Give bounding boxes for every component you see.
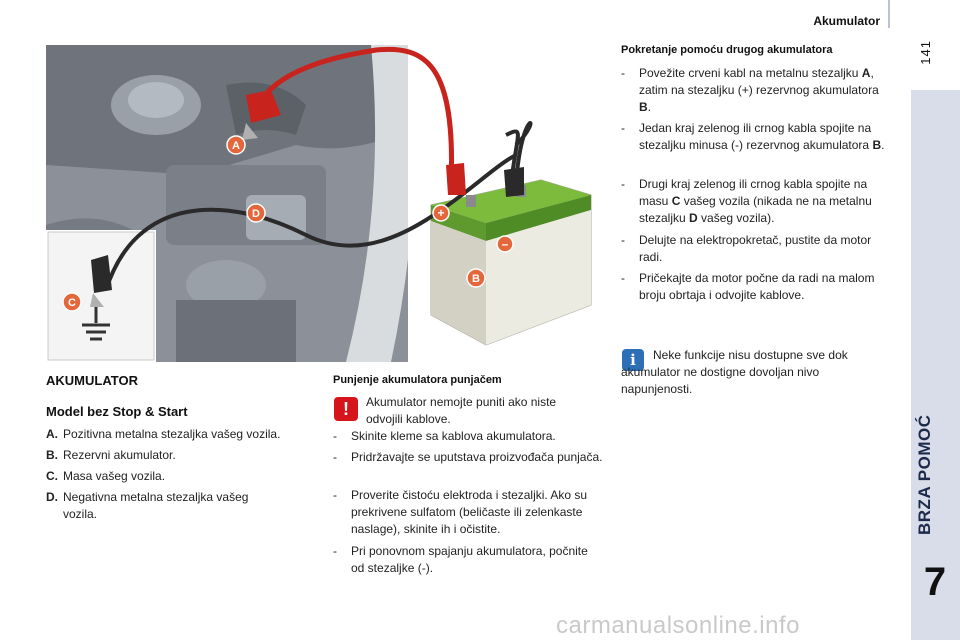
header-divider — [888, 0, 890, 28]
charging-step-text: Proverite čistoću elektroda i stezaljki.… — [351, 488, 588, 536]
legend-text: Masa vašeg vozila. — [63, 469, 166, 483]
charging-step-text: Pri ponovnom spajanju akumulatora, počni… — [351, 544, 588, 575]
ground-symbol — [82, 307, 110, 341]
charging-step-text: Skinite kleme sa kablova akumulatora. — [351, 429, 556, 443]
charging-step: -Proverite čistoću elektroda i stezaljki… — [333, 487, 603, 538]
section-heading: AKUMULATOR — [46, 373, 138, 388]
jump-step: -Delujte na elektropokretač, pustite da … — [621, 233, 872, 264]
chapter-number: 7 — [923, 560, 947, 604]
svg-text:+: + — [437, 206, 444, 220]
legend-text: Negativna metalna stezaljka vašeg — [63, 490, 249, 504]
jump-step: -Pričekajte da motor počne da radi na ma… — [621, 271, 875, 302]
minus-terminal-marker: – — [496, 235, 514, 253]
section-title: Akumulator — [813, 14, 880, 28]
plus-terminal-marker: + — [432, 204, 450, 222]
svg-text:B: B — [472, 273, 480, 285]
charging-heading: Punjenje akumulatora punjačem — [333, 374, 502, 386]
svg-text:–: – — [502, 237, 509, 251]
info-icon: i — [622, 349, 644, 371]
jump-step: -Povežite crveni kabl na metalnu stezalj… — [621, 66, 879, 114]
legend-key: B. — [46, 448, 58, 462]
marker-a: A — [226, 135, 246, 155]
marker-c: C — [62, 292, 82, 312]
legend-text: Rezervni akumulator. — [63, 448, 176, 462]
jump-step: -Drugi kraj zelenog ili crnog kabla spoj… — [621, 177, 872, 225]
legend-item-b: B. Rezervni akumulator. — [46, 447, 316, 464]
clamp-c — [90, 255, 112, 307]
legend-key: C. — [46, 469, 58, 483]
warning-text: Akumulator nemojte puniti ako niste odvo… — [366, 395, 557, 426]
svg-text:D: D — [252, 208, 260, 220]
legend-item-a: A. Pozitivna metalna stezaljka vašeg vozi… — [46, 426, 316, 443]
svg-text:C: C — [68, 297, 76, 309]
legend-text-continued: vozila. — [63, 507, 98, 521]
model-subheading: Model bez Stop & Start — [46, 404, 188, 419]
jump-start-heading: Pokretanje pomoću drugog akumulatora — [621, 44, 833, 56]
page-number: 141 — [918, 40, 933, 65]
charging-step: -Skinite kleme sa kablova akumulatora. — [333, 428, 603, 445]
chapter-tab — [911, 90, 960, 640]
marker-b: B — [466, 268, 486, 288]
jump-step: -Jedan kraj zelenog ili crnog kabla spoj… — [621, 121, 885, 152]
legend-key: A. — [46, 427, 58, 441]
clamp-b-plus — [446, 163, 466, 195]
svg-text:A: A — [232, 140, 240, 152]
clamp-a — [242, 90, 281, 140]
legend-key: D. — [46, 490, 58, 504]
marker-d: D — [246, 203, 266, 223]
legend-item-c: C. Masa vašeg vozila. — [46, 468, 316, 485]
charging-step: -Pridržavajte se uputstava proizvođača p… — [333, 450, 603, 464]
legend-text: Pozitivna metalna stezaljka vašeg vozila… — [63, 427, 281, 441]
info-text: Neke funkcije nisu dostupne sve dok akum… — [621, 348, 848, 396]
warning-icon: ! — [334, 397, 358, 421]
legend-item-d: D. Negativna metalna stezaljka vašeg vozi… — [46, 489, 316, 523]
clamp-b-minus — [504, 167, 524, 197]
jump-start-illustration: A B C D + – — [46, 45, 605, 362]
charging-step-text: Pridržavajte se uputstava proizvođača pu… — [351, 450, 603, 464]
charging-step: -Pri ponovnom spajanju akumulatora, počn… — [333, 543, 603, 577]
watermark: carmanualsonline.info — [556, 612, 800, 639]
chapter-tab-label: BRZA POMOĆ — [915, 414, 934, 536]
